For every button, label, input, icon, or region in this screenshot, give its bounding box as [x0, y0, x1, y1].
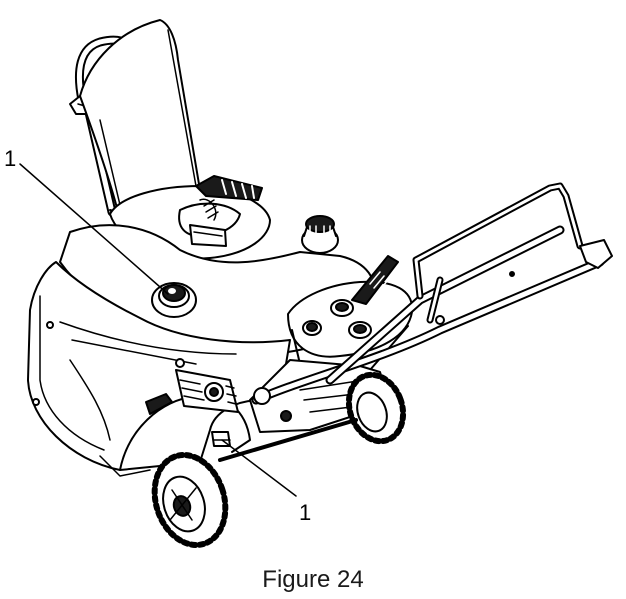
callout-label-drain-plug: 1: [299, 502, 311, 524]
start-button: [349, 322, 371, 338]
fuel-cap: [152, 283, 196, 317]
figure-caption: Figure 24: [0, 566, 626, 594]
callout-label-fuel-cap: 1: [4, 148, 16, 170]
primer-button: [303, 321, 321, 335]
ignition-key: [331, 300, 353, 316]
choke-knob: [302, 216, 338, 253]
